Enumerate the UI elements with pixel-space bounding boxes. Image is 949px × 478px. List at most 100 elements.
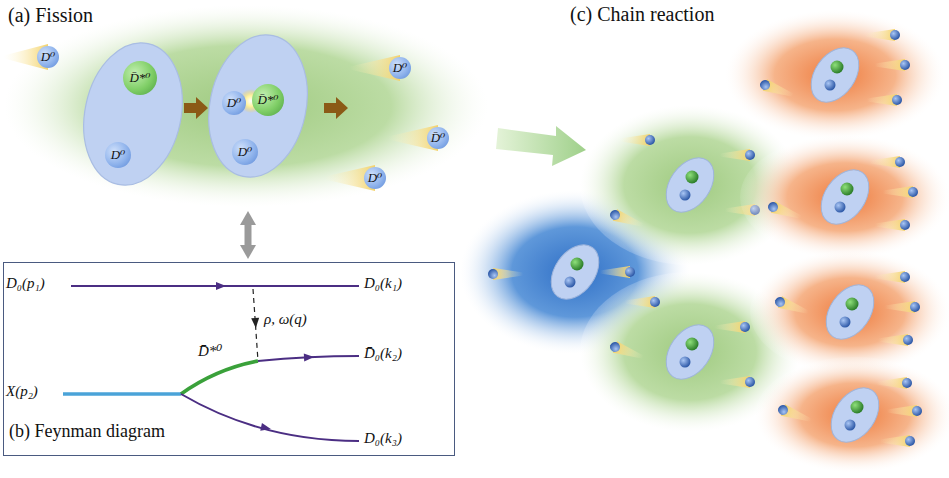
particle [875, 59, 910, 71]
d-meson [740, 322, 750, 332]
d-meson [903, 335, 913, 345]
d-meson [777, 404, 790, 417]
meson-ball: D⁰ [222, 91, 246, 115]
meson-ball: D⁰ [389, 57, 411, 79]
d-meson [900, 272, 910, 282]
d-meson [825, 80, 836, 91]
x-state-line [63, 392, 181, 396]
d-meson [845, 420, 856, 431]
particle [773, 295, 810, 318]
particle-label: D⁰ [368, 170, 383, 186]
d-meson [745, 377, 755, 387]
dstar-line [181, 361, 258, 394]
particle-label: D⁰ [227, 95, 242, 111]
molecule [821, 379, 888, 451]
d-meson [759, 79, 772, 92]
particle [720, 376, 755, 388]
momentum-arrow [260, 423, 271, 433]
dstar-meson [571, 258, 584, 271]
particle [870, 156, 905, 168]
particle-label: D₀(k₁) [364, 275, 402, 292]
particle [883, 186, 918, 198]
fission-region: D⁰D̄*⁰D⁰D⁰D̄*⁰D⁰D⁰D̄⁰D⁰(a) Fission [2, 2, 490, 208]
particle-label: D̄₀(k₂) [364, 345, 402, 362]
d-meson [609, 209, 622, 222]
particle-label: D⁰ [238, 144, 253, 160]
particle [758, 78, 795, 101]
d-meson [645, 135, 655, 145]
d-meson [609, 341, 622, 354]
particle [488, 268, 523, 280]
molecule [656, 149, 723, 221]
step-arrow [324, 97, 348, 119]
particle-label: D₀(p₁) [6, 275, 45, 292]
panel-title: (b) Feynman diagram [9, 421, 165, 442]
glow-region [755, 357, 949, 473]
molecule [811, 161, 878, 233]
d-meson [745, 150, 755, 160]
meson-ball: D̄⁰ [427, 127, 449, 149]
glow-region [740, 135, 949, 259]
d-meson [890, 30, 900, 40]
particle [875, 271, 910, 283]
link-arrow [245, 223, 252, 247]
d-meson [680, 357, 691, 368]
d-meson [680, 190, 691, 201]
propagator-line [181, 394, 359, 441]
particle [887, 405, 922, 417]
dstar-meson [686, 338, 699, 351]
particle-label: X(p₂) [6, 383, 38, 400]
d-meson [900, 60, 910, 70]
glow-region [725, 10, 945, 140]
dstar-meson [686, 171, 699, 184]
step-arrow [184, 97, 208, 119]
molecule [816, 276, 883, 348]
d-meson [910, 302, 920, 312]
d-meson [565, 277, 576, 288]
fission-glow [4, 5, 488, 207]
dstar-meson [851, 401, 864, 414]
meson-ball: D̄*⁰ [252, 84, 284, 116]
d-meson [767, 201, 780, 214]
d-meson [650, 297, 660, 307]
d-meson [912, 406, 922, 416]
particle [600, 266, 635, 278]
particle [877, 377, 912, 389]
particle [867, 94, 902, 106]
molecule-outline [196, 26, 320, 187]
fission-illustration [2, 2, 490, 208]
meson-ball: D̄*⁰ [123, 61, 157, 95]
particle [865, 29, 900, 41]
meson-ball: D⁰ [37, 46, 59, 68]
chain-reaction [460, 10, 949, 473]
d-meson [905, 436, 915, 446]
particle [766, 200, 803, 223]
molecule [801, 39, 868, 111]
molecule [656, 316, 723, 388]
glow-region [750, 250, 949, 374]
particle-label: D̄*⁰ [198, 342, 222, 360]
d-meson [895, 157, 905, 167]
particle [875, 219, 910, 231]
momentum-arrow [216, 282, 226, 290]
particle [608, 208, 645, 231]
particle [720, 149, 755, 161]
dstar-meson [831, 61, 844, 74]
particle-label: D⁰ [393, 60, 408, 76]
d-meson [902, 378, 912, 388]
dstar-meson [846, 298, 859, 311]
particle [880, 435, 915, 447]
d-meson [774, 296, 787, 309]
molecule [541, 236, 608, 308]
d-meson [835, 202, 846, 213]
particle [620, 134, 655, 146]
particle-label: D⁰ [41, 49, 56, 65]
particle [776, 403, 813, 426]
particle-label: D̄*⁰ [129, 70, 150, 86]
particle [608, 340, 645, 363]
particle [625, 296, 660, 308]
particle-label: D₀(k₃) [364, 430, 402, 447]
particle [885, 301, 920, 313]
particle-label: D̄⁰ [431, 130, 446, 146]
meson-ball: D⁰ [364, 167, 386, 189]
